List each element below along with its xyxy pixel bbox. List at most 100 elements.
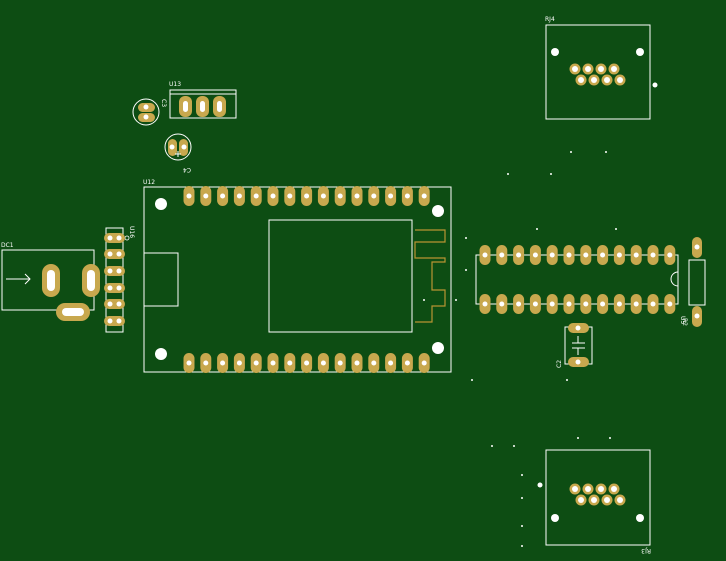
u16-label: U16 (128, 226, 135, 238)
pin-hole (633, 301, 639, 307)
pin-hole (186, 360, 192, 366)
u13-regulator: U13 (169, 81, 237, 119)
pin-hole (388, 193, 394, 199)
pin-hole (617, 77, 623, 83)
pin-hole (532, 252, 538, 258)
u5-top-pins (479, 245, 676, 265)
pin-hole (600, 252, 606, 258)
pin-hole (404, 193, 410, 199)
pin-hole (598, 486, 604, 492)
pin-hole (287, 360, 293, 366)
c2-label: C2 (556, 360, 563, 368)
pin-hole (270, 193, 276, 199)
pin-hole (583, 301, 589, 307)
pin-hole (572, 486, 578, 492)
pin-hole (566, 301, 572, 307)
rj3-connector: RJ3 (537, 449, 651, 554)
u5-bottom-pins (479, 294, 676, 314)
pin-hole (591, 497, 597, 503)
pin-hole (532, 301, 538, 307)
pin-hole (600, 301, 606, 307)
pin-hole (566, 252, 572, 258)
pin-hole (549, 252, 555, 258)
pin-hole (516, 252, 522, 258)
rj4-connector: RJ4 (545, 16, 658, 120)
pin-hole (304, 193, 310, 199)
pin-hole (354, 193, 360, 199)
pin-hole (236, 360, 242, 366)
c3-label: C3 (160, 99, 167, 107)
pin-hole (578, 77, 584, 83)
c2-capacitor: C2 (556, 323, 593, 368)
pin-hole (578, 497, 584, 503)
pin-hole (611, 486, 617, 492)
pin-hole (585, 486, 591, 492)
pin-hole (611, 66, 617, 72)
pin-hole (186, 193, 192, 199)
pin-hole (337, 193, 343, 199)
pin-hole (616, 252, 622, 258)
antenna-trace (414, 229, 446, 323)
pin-hole (616, 301, 622, 307)
pin-hole (371, 193, 377, 199)
c3-capacitor: C3 (132, 98, 167, 126)
u12-bottom-pins (183, 353, 430, 373)
pin-hole (236, 193, 242, 199)
rj4-pins (569, 63, 626, 86)
pin-hole (482, 252, 488, 258)
pin-hole (572, 66, 578, 72)
rj3-label: RJ3 (641, 547, 651, 554)
rj4-label: RJ4 (545, 16, 555, 23)
u16-header: U16 (104, 226, 135, 333)
pin-hole (320, 193, 326, 199)
pin-hole (667, 252, 673, 258)
r2-label: R2 (681, 318, 688, 326)
u5-ic: U5 (475, 245, 686, 324)
r2-resistor: R2 (681, 237, 706, 327)
pin-hole (270, 360, 276, 366)
pin-hole (549, 301, 555, 307)
pin-hole (354, 360, 360, 366)
pin-hole (253, 360, 259, 366)
pin-hole (516, 301, 522, 307)
pin-hole (203, 193, 209, 199)
pin-hole (337, 360, 343, 366)
dc1-label: DC1 (1, 242, 14, 249)
pin-hole (598, 66, 604, 72)
rj3-pins (569, 483, 626, 506)
pin-hole (320, 360, 326, 366)
pin-hole (220, 360, 226, 366)
pin-hole (421, 360, 427, 366)
u13-label: U13 (169, 81, 181, 88)
pin-hole (203, 360, 209, 366)
pin-hole (650, 252, 656, 258)
pin-hole (499, 252, 505, 258)
u12-top-pins (183, 186, 430, 206)
pin-hole (667, 301, 673, 307)
c4-capacitor: C4 (164, 133, 192, 173)
pin-hole (585, 66, 591, 72)
dc1-jack: DC1 (1, 242, 100, 321)
pin-hole (604, 77, 610, 83)
u12-label: U12 (143, 179, 155, 186)
pin-hole (404, 360, 410, 366)
u12-module: U12 (143, 179, 452, 373)
pin-hole (482, 301, 488, 307)
pin-hole (304, 360, 310, 366)
pin-hole (604, 497, 610, 503)
pin-hole (388, 360, 394, 366)
c4-label: C4 (183, 166, 191, 173)
vias (423, 151, 617, 547)
pin-hole (591, 77, 597, 83)
pin-hole (633, 252, 639, 258)
pin-hole (371, 360, 377, 366)
pin-hole (499, 301, 505, 307)
u5-label: U5 (679, 316, 686, 324)
pin-hole (617, 497, 623, 503)
pin-hole (287, 193, 293, 199)
pin-hole (650, 301, 656, 307)
pin-hole (583, 252, 589, 258)
pin-hole (421, 193, 427, 199)
